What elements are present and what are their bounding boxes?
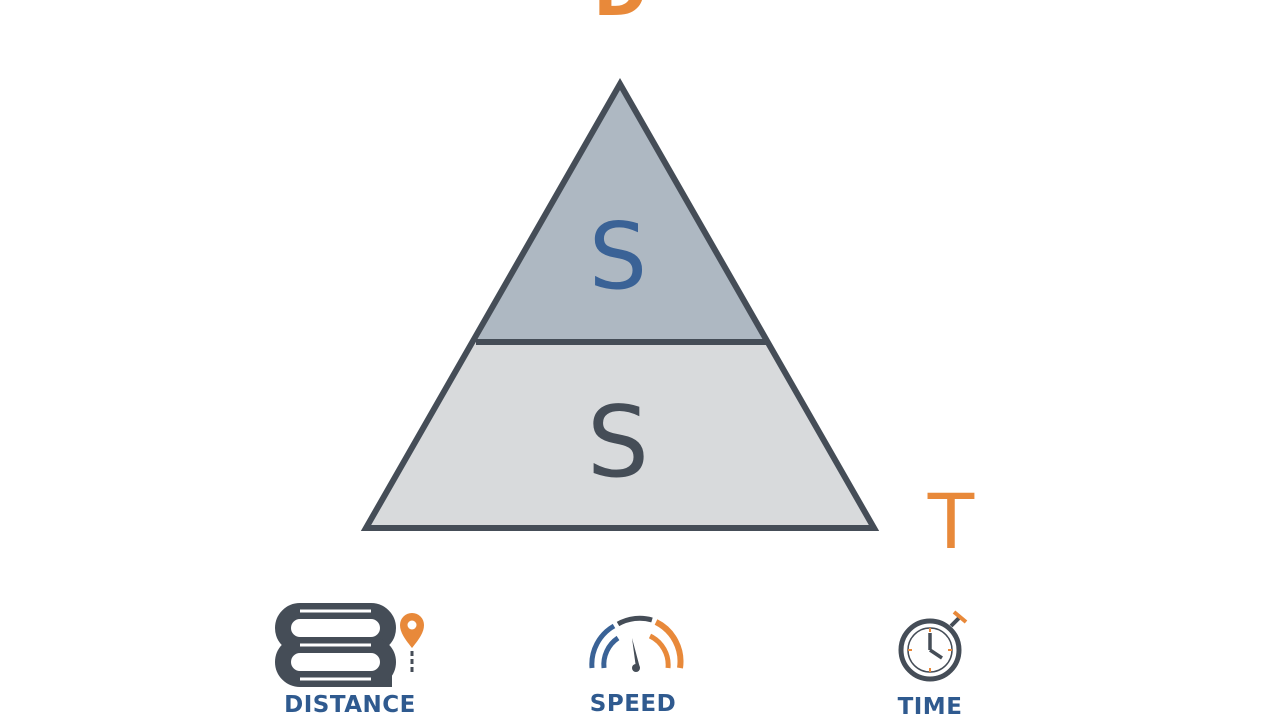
letter-d: D — [588, 0, 652, 32]
distance-label: DISTANCE — [284, 692, 416, 718]
location-pin-icon — [400, 613, 424, 672]
upper-section-letter: S — [589, 203, 647, 310]
speedometer-icon — [589, 615, 684, 672]
triangle-outline — [360, 77, 880, 531]
stopwatch-icon — [898, 610, 968, 682]
letter-t: T — [927, 477, 975, 566]
triangle-lower-section — [366, 342, 874, 528]
time-label: TIME — [897, 694, 963, 720]
triangle-upper-section — [476, 86, 766, 342]
winding-road-icon — [275, 603, 396, 687]
speed-label: SPEED — [589, 691, 677, 717]
lower-section-letter: S — [587, 386, 649, 500]
